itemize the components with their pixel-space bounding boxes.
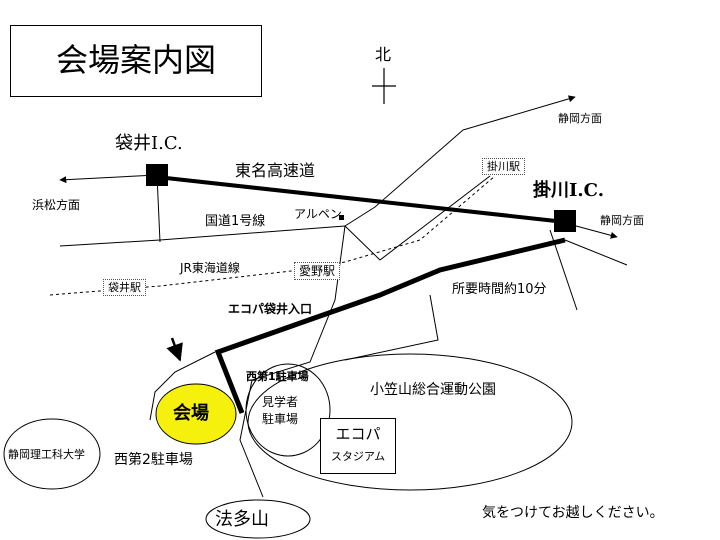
university-area (3, 418, 101, 490)
north-label: 北 (375, 45, 392, 64)
kakegawa-ic-marker (554, 210, 576, 232)
page-title: 会場案内図 (55, 41, 216, 79)
west1-parking-label: 西第1駐車場 (246, 370, 309, 383)
stadium-box: エコパ スタジアム (320, 418, 396, 474)
observer-parking-label-1: 見学者 (262, 395, 299, 409)
hamamatsu-direction: 浜松方面 (32, 198, 81, 212)
north-arrow-icon (372, 68, 396, 104)
footer-note: 気をつけてお越しください。 (482, 505, 664, 521)
arupen-label: アルペン (294, 207, 342, 221)
stadium-label-1: エコパ (335, 425, 381, 443)
observer-parking-label-2: 駐車場 (262, 412, 299, 426)
jr-label: JR東海道線 (180, 261, 240, 275)
ecopa-route (214, 237, 566, 414)
kakegawa-station: 掛川駅 (482, 158, 525, 175)
fukuroi-station: 袋井駅 (103, 279, 146, 296)
hattasan-label: 法多山 (215, 509, 269, 530)
hattasan-area (205, 499, 311, 539)
venue-label: 会場 (173, 403, 209, 424)
tomei-expressway (156, 175, 566, 224)
aino-station: 愛野駅 (294, 262, 341, 280)
tomei-label: 東名高速道 (235, 161, 316, 180)
ecopa-entrance-label: エコパ袋井入口 (228, 302, 313, 316)
fukuroi-ic-marker (146, 164, 168, 186)
venue-pointer-arrow (166, 337, 183, 362)
kakegawa-ic-label: 掛川I.C. (533, 180, 604, 201)
travel-time-label: 所要時間約10分 (452, 282, 547, 297)
park-area (247, 353, 573, 491)
park-label: 小笠山総合運動公園 (370, 382, 496, 398)
shizuoka-north-direction: 静岡方面 (558, 112, 602, 125)
shizuoka-east-direction: 静岡方面 (600, 214, 644, 227)
university-label: 静岡理工科大学 (8, 448, 85, 461)
route1-label: 国道1号線 (205, 214, 266, 229)
venue-marker (155, 383, 237, 445)
stadium-label-2: スタジアム (330, 450, 386, 463)
fukuroi-ic-label: 袋井I.C. (115, 133, 183, 154)
local-roads (59, 129, 628, 498)
arupen-marker (339, 215, 344, 220)
west2-parking-label: 西第2駐車場 (114, 452, 193, 468)
title-box: 会場案内図 (10, 25, 262, 97)
